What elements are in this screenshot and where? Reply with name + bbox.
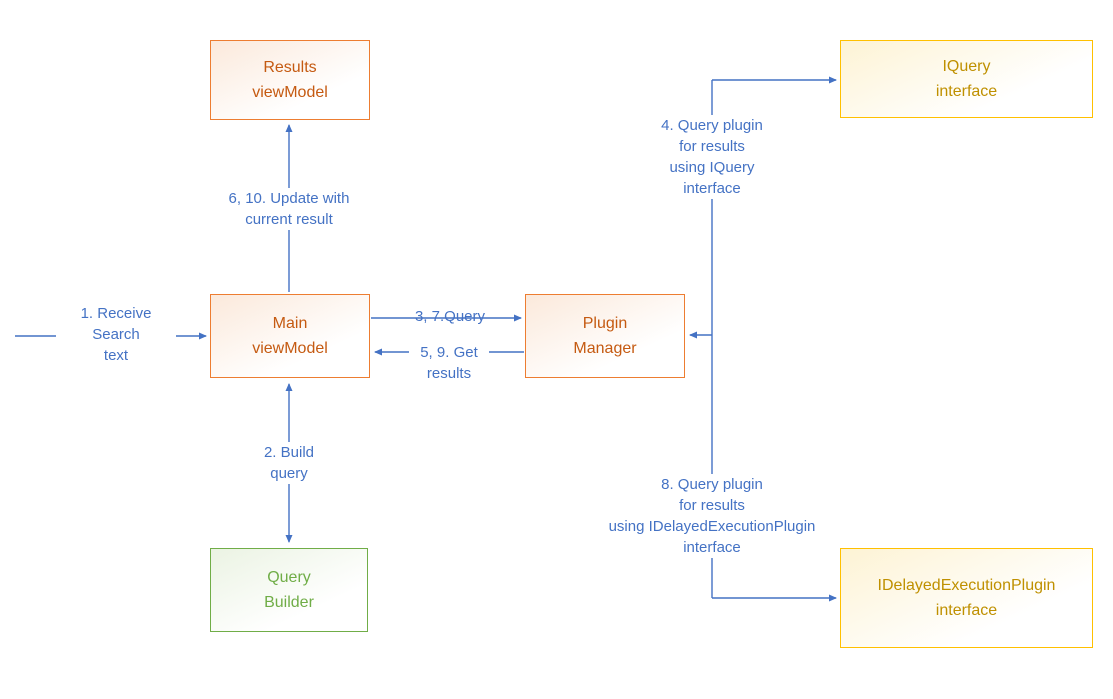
edge-label-receive-search: 1. Receive Search text (56, 303, 176, 366)
node-idelayedexecutionplugin-interface-label: IDelayedExecutionPlugin interface (877, 577, 1056, 619)
edge-label-update-with-current-result: 6, 10. Update with current result (214, 188, 364, 230)
node-query-builder: Query Builder (210, 548, 368, 632)
node-main-viewmodel: Main viewModel (210, 294, 370, 378)
node-idelayedexecutionplugin-interface: IDelayedExecutionPlugin interface (840, 548, 1093, 648)
node-plugin-manager: Plugin Manager (525, 294, 685, 378)
node-results-viewmodel-label: Results viewModel (252, 59, 328, 101)
edge-label-query-plugin-iquery: 4. Query plugin for results using IQuery… (647, 115, 777, 199)
node-plugin-manager-label: Plugin Manager (573, 315, 637, 357)
edge-label-build-query: 2. Build query (254, 442, 324, 484)
node-main-viewmodel-label: Main viewModel (252, 315, 328, 357)
edge-label-query-3-7: 3, 7.Query (414, 308, 486, 325)
edge-label-query-plugin-idelayed: 8. Query plugin for results using IDelay… (592, 474, 832, 558)
node-results-viewmodel: Results viewModel (210, 40, 370, 120)
node-query-builder-label: Query Builder (264, 569, 314, 611)
node-iquery-interface-label: IQuery interface (935, 58, 998, 100)
node-iquery-interface: IQuery interface (840, 40, 1093, 118)
edge-label-get-results-5-9: 5, 9. Get results (409, 342, 489, 384)
